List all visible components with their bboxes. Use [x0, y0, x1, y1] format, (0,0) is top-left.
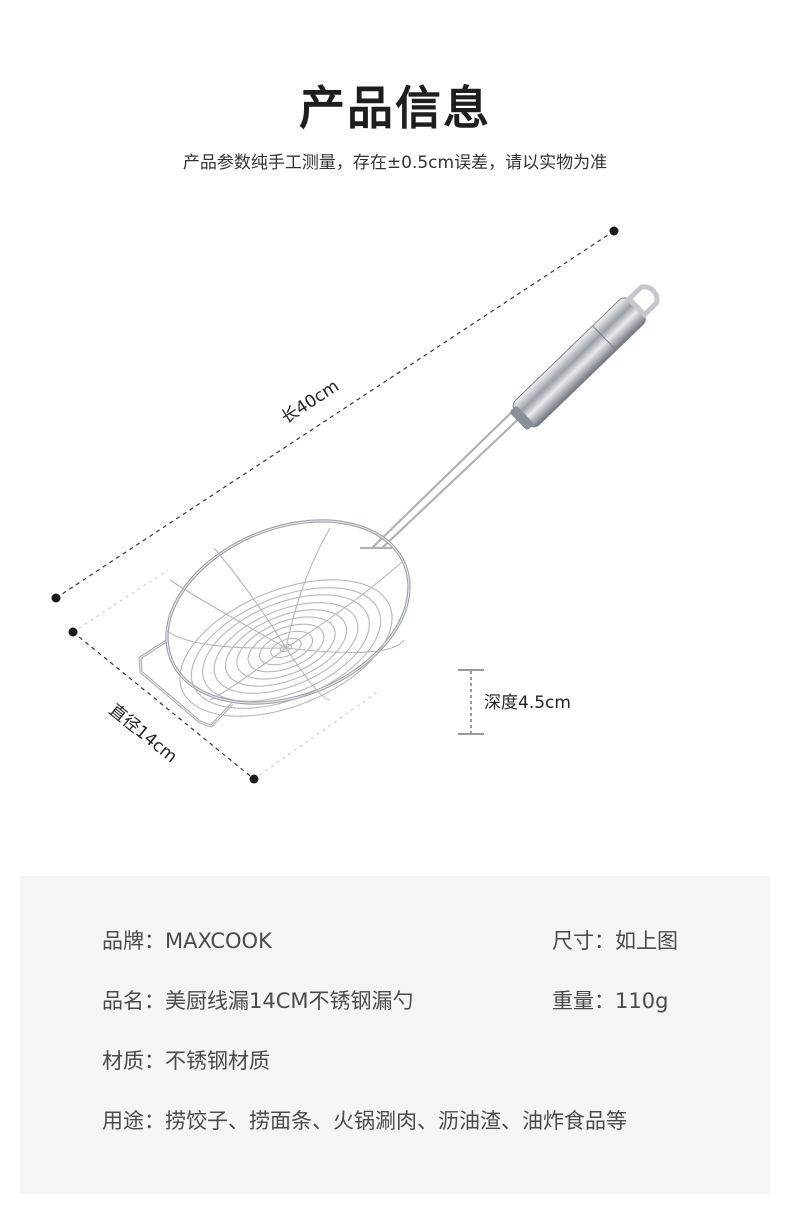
- spec-size-value: 如上图: [615, 929, 678, 953]
- depth-label: 深度4.5cm: [484, 693, 571, 713]
- spec-brand-value: MAXCOOK: [165, 929, 272, 953]
- spec-usage-value: 捞饺子、捞面条、火锅涮肉、沥油渣、油炸食品等: [165, 1109, 627, 1133]
- diameter-start-dot: [68, 627, 78, 637]
- measurement-note: 产品参数纯手工测量，存在±0.5cm误差，请以实物为准: [182, 153, 608, 173]
- spec-weight: 重量：110g: [552, 986, 668, 1016]
- spec-brand-label: 品牌：: [102, 929, 165, 953]
- spec-size: 尺寸：如上图: [552, 926, 678, 956]
- length-label: 长40cm: [278, 376, 343, 428]
- length-end-dot: [609, 226, 619, 236]
- spec-brand: 品牌：MAXCOOK: [102, 926, 272, 956]
- spec-name-value: 美厨线漏14CM不锈钢漏勺: [165, 989, 414, 1013]
- spec-material: 材质：不锈钢材质: [102, 1046, 270, 1076]
- skimmer-illustration: [138, 284, 660, 728]
- diameter-end-dot: [249, 774, 259, 784]
- diameter-dimension: 直径14cm: [68, 569, 381, 784]
- page-title: 产品信息: [299, 81, 491, 135]
- spec-name-label: 品名：: [102, 989, 165, 1013]
- product-dimension-diagram: 长40cm 直径14cm 深度4.5cm: [51, 226, 660, 784]
- spec-material-label: 材质：: [102, 1049, 165, 1073]
- spec-usage: 用途：捞饺子、捞面条、火锅涮肉、沥油渣、油炸食品等: [102, 1106, 627, 1136]
- spec-name: 品名：美厨线漏14CM不锈钢漏勺: [102, 986, 414, 1016]
- spec-panel: 品牌：MAXCOOK 尺寸：如上图 品名：美厨线漏14CM不锈钢漏勺 重量：11…: [20, 876, 770, 1194]
- length-start-dot: [51, 593, 61, 603]
- spec-weight-value: 110g: [615, 989, 669, 1013]
- spec-size-label: 尺寸：: [552, 929, 615, 953]
- spec-material-value: 不锈钢材质: [165, 1049, 270, 1073]
- spec-weight-label: 重量：: [552, 989, 615, 1013]
- depth-dimension: 深度4.5cm: [458, 669, 571, 735]
- diameter-label: 直径14cm: [105, 700, 181, 767]
- spec-usage-label: 用途：: [102, 1109, 165, 1133]
